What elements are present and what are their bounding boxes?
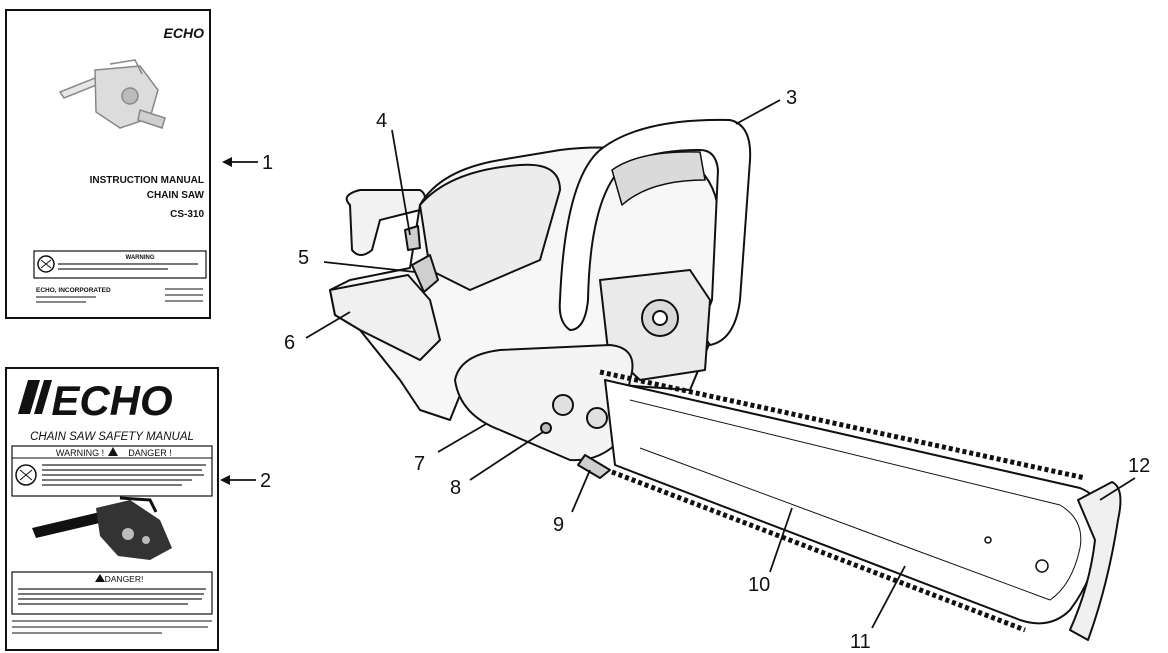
manual1-warning-box: WARNING [33, 250, 207, 279]
manual2-danger-header: DANGER ! [128, 448, 172, 458]
warning-triangle-icon [108, 447, 118, 456]
callout-3: 3 [786, 87, 797, 109]
guide-bar [604, 379, 1104, 625]
callout-12: 12 [1128, 455, 1150, 477]
bar-nose-guard [1069, 481, 1122, 641]
callout-7: 7 [414, 453, 425, 475]
manual1-warning: WARNING [126, 255, 155, 261]
manual2-danger-box: DANGER! [11, 571, 213, 615]
safety-manual-cover: ECHO CHAIN SAW SAFETY MANUAL WARNING ! D… [5, 367, 219, 651]
manual1-title-line2: CHAIN SAW [147, 190, 205, 201]
manual1-model: CS-310 [170, 209, 204, 220]
chainsaw-drawing [329, 118, 1122, 641]
callout-1: 1 [262, 152, 273, 174]
manual2-warning-block: WARNING ! DANGER ! [11, 445, 213, 497]
spike-bumper [577, 454, 611, 479]
bar-nut-front [552, 394, 574, 416]
manual1-chainsaw-illustration [58, 59, 166, 129]
callout-leaders [220, 99, 1136, 629]
sprocket-cover [454, 344, 634, 462]
front-handle [558, 118, 752, 346]
throttle-trigger [411, 254, 439, 293]
throttle-lockout [404, 225, 421, 251]
manual1-company: ECHO, INCORPORATED [36, 287, 111, 294]
callout-2: 2 [260, 470, 271, 492]
bar-nut-rear [586, 407, 608, 429]
manual2-chainsaw-illustration [32, 496, 172, 560]
manual2-warning-header: WARNING ! [56, 448, 104, 458]
instruction-manual-cover: ECHO INSTRUCTION MANUAL CHAIN SAW CS-310… [5, 9, 211, 319]
saw-chain [599, 369, 1086, 633]
manual2-subtitle: CHAIN SAW SAFETY MANUAL [30, 431, 194, 443]
callout-11: 11 [850, 631, 871, 653]
callout-6: 6 [284, 332, 295, 354]
manual2-danger-box-title: DANGER! [105, 574, 144, 584]
chain-tensioner-screw [540, 422, 552, 434]
manual2-brand: ECHO [51, 377, 172, 424]
manual1-title-line1: INSTRUCTION MANUAL [90, 175, 204, 186]
callout-4: 4 [376, 110, 387, 132]
manual1-brand: ECHO [164, 25, 205, 41]
callout-5: 5 [298, 247, 309, 269]
callout-9: 9 [553, 514, 564, 536]
callout-8: 8 [450, 477, 461, 499]
top-cover [419, 163, 561, 291]
callout-10: 10 [748, 574, 770, 596]
danger-triangle-icon [95, 574, 105, 582]
callout-labels: 1 2 3 4 5 6 7 8 9 10 11 12 [260, 87, 1150, 653]
